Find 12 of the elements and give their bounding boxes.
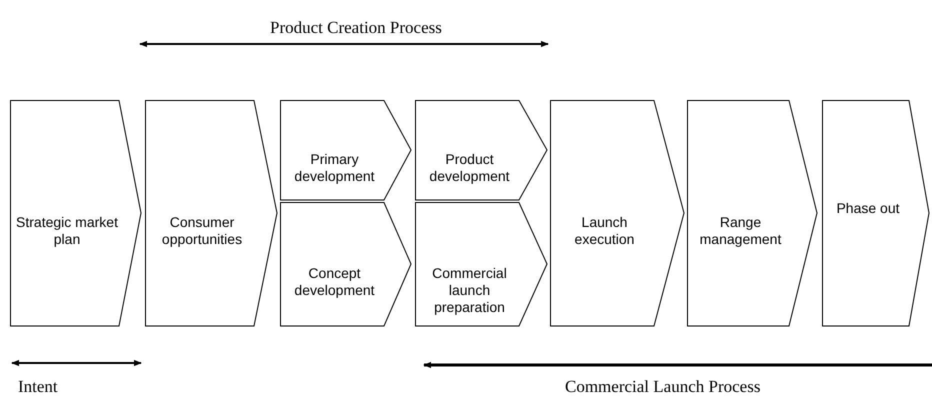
step-label: Commercial launch preparation <box>431 264 508 316</box>
step-label: Phase out <box>835 200 901 216</box>
phase-label: Intent <box>18 377 58 397</box>
step-label: Launch execution <box>574 214 636 248</box>
step-label: Consumer opportunities <box>160 214 244 248</box>
step-label: Concept development <box>293 264 376 298</box>
step-label: Strategic market plan <box>15 214 119 248</box>
phase-label: Product Creation Process <box>270 18 442 38</box>
step-label: Range management <box>698 214 782 248</box>
step-label: Primary development <box>293 150 376 184</box>
step-label: Product development <box>428 150 511 184</box>
phase-label: Commercial Launch Process <box>565 377 760 397</box>
